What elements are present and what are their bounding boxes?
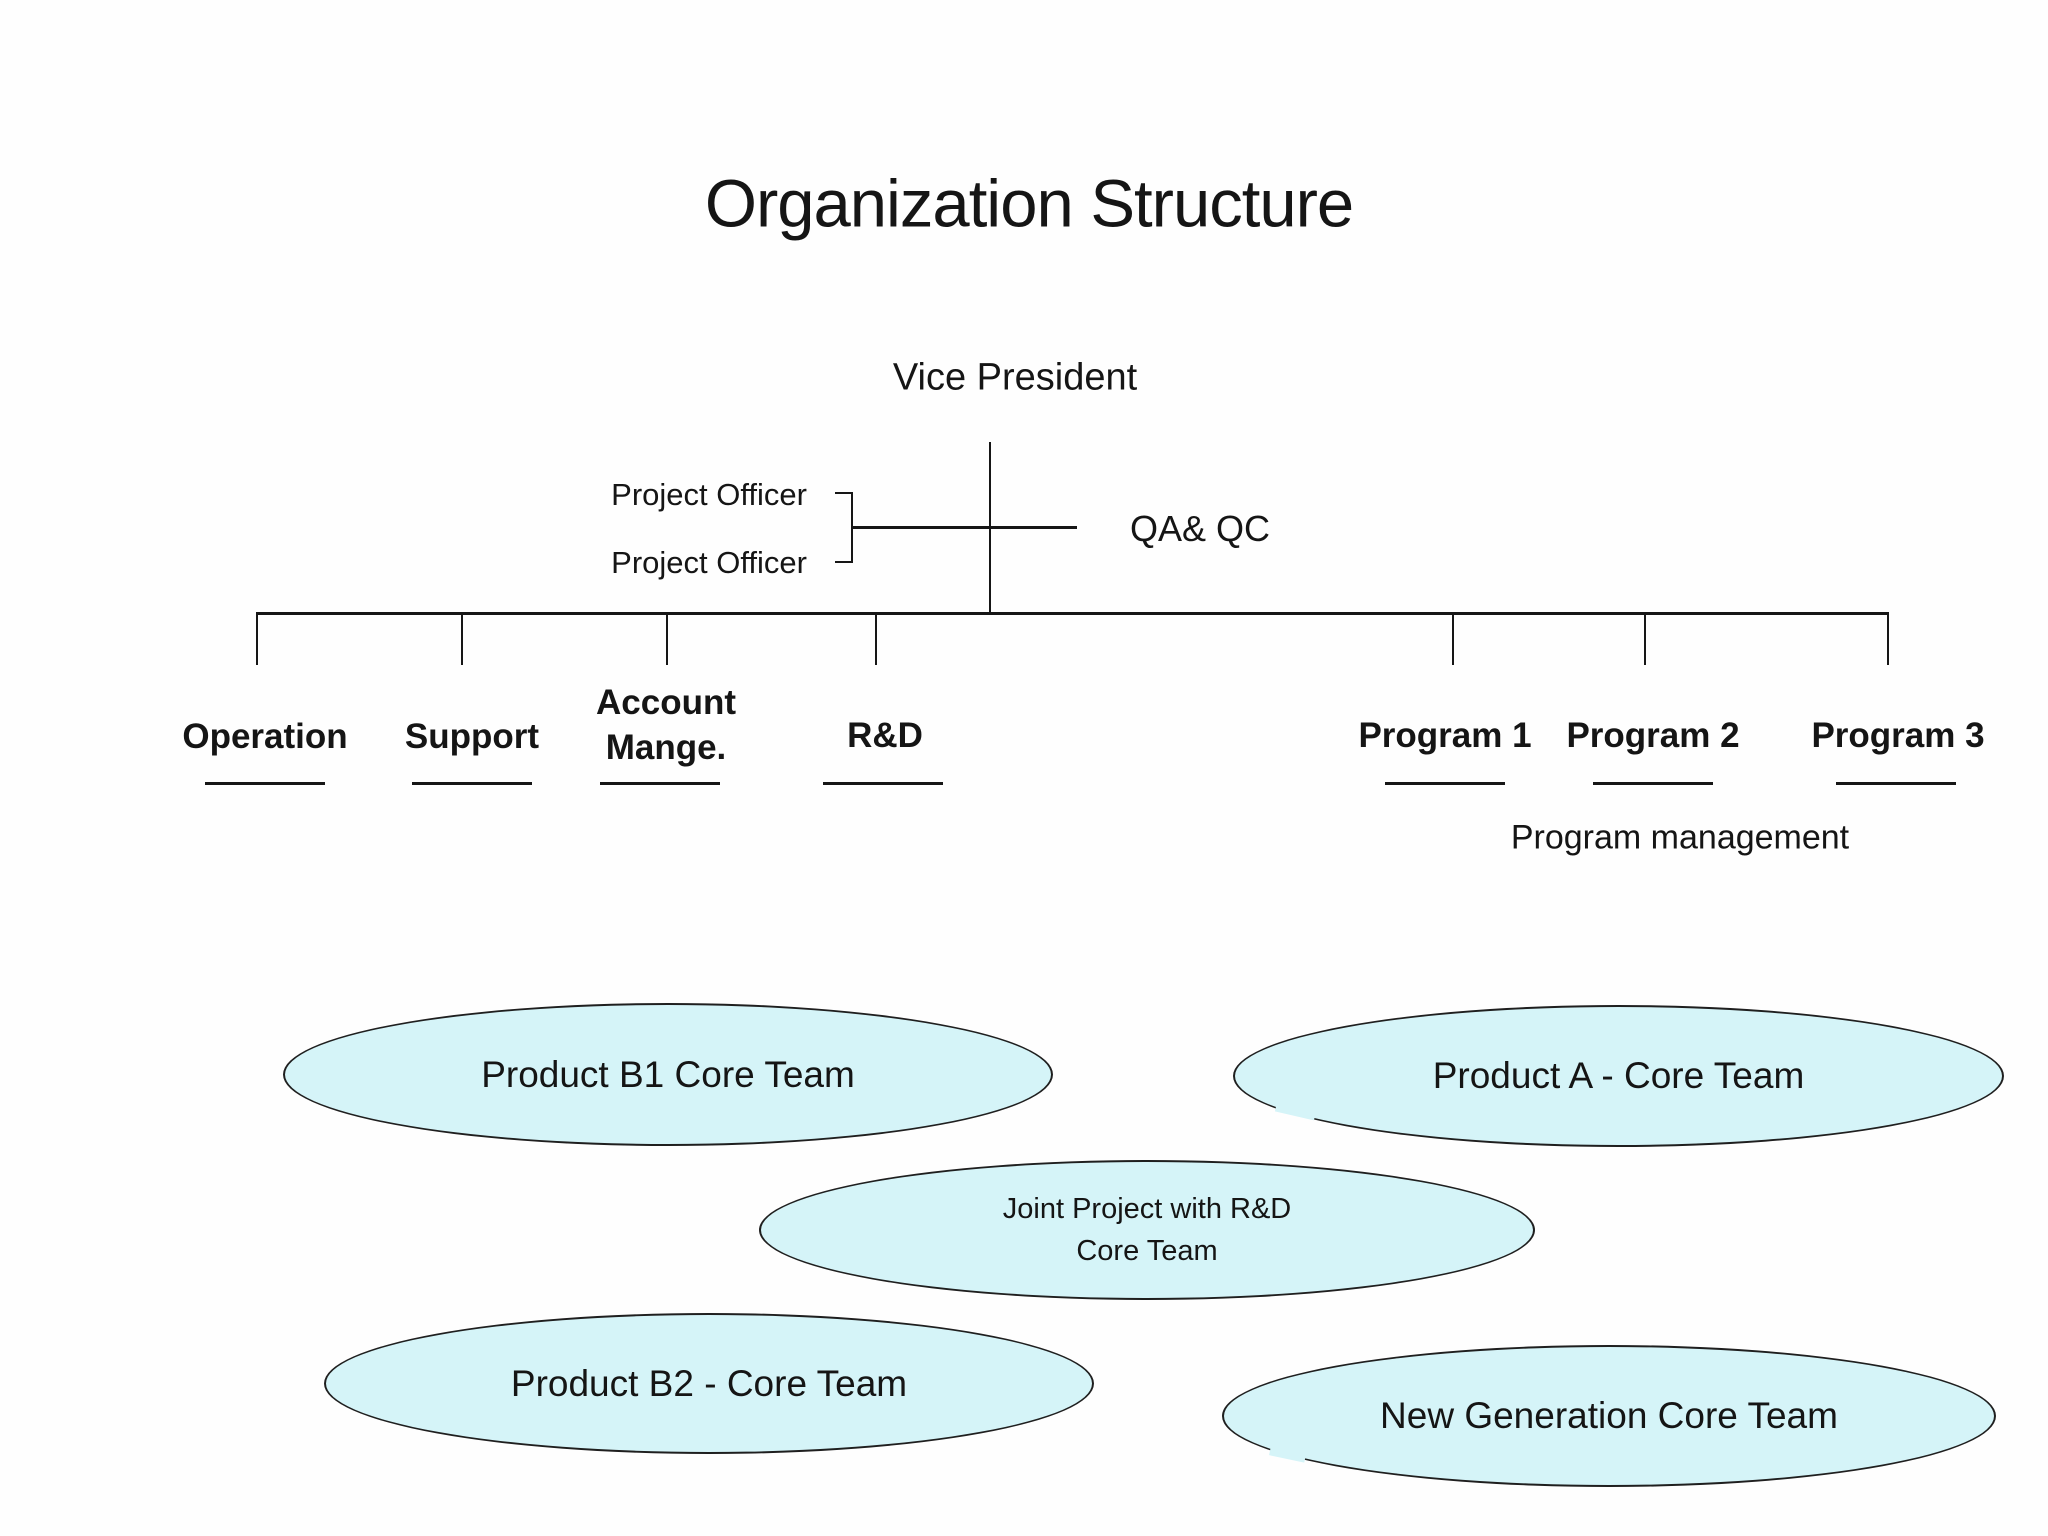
dept-label-account-line2: Mange. bbox=[605, 728, 727, 767]
connector-drop-program-2 bbox=[1644, 615, 1646, 665]
connector-drop-rd bbox=[875, 615, 877, 665]
core-team-label-joint-project-line2: Core Team bbox=[1076, 1235, 1218, 1267]
connector-drop-operation bbox=[256, 615, 258, 665]
qa-qc-label: QA& QC bbox=[1130, 508, 1271, 549]
core-team-label-product-b2: Product B2 - Core Team bbox=[510, 1362, 908, 1404]
connector-drop-account bbox=[666, 615, 668, 665]
dept-label-support: Support bbox=[404, 717, 540, 756]
program-management-caption: Program management bbox=[1510, 818, 1850, 857]
core-team-ellipse-product-a: Product A - Core Team bbox=[1233, 1005, 2004, 1147]
dept-label-program-3: Program 3 bbox=[1811, 716, 1985, 755]
vice-president-label: Vice President bbox=[892, 356, 1138, 399]
underline-program-2 bbox=[1593, 782, 1713, 785]
core-team-ellipse-new-generation: New Generation Core Team bbox=[1222, 1345, 1996, 1487]
connector-departments-horizontal-line bbox=[256, 612, 1889, 615]
dept-label-rd: R&D bbox=[847, 716, 923, 755]
core-team-label-product-b1: Product B1 Core Team bbox=[481, 1053, 855, 1095]
page-title: Organization Structure bbox=[704, 166, 1354, 242]
connector-drop-support bbox=[461, 615, 463, 665]
project-officer-2-label: Project Officer bbox=[611, 545, 807, 580]
core-team-ellipse-product-b2: Product B2 - Core Team bbox=[324, 1313, 1094, 1454]
core-team-ellipse-joint-project: Joint Project with R&D Core Team bbox=[759, 1160, 1535, 1300]
connector-drop-program-1 bbox=[1452, 615, 1454, 665]
connector-drop-program-3 bbox=[1887, 615, 1889, 665]
core-team-ellipse-product-b1: Product B1 Core Team bbox=[283, 1003, 1053, 1146]
core-team-label-new-generation: New Generation Core Team bbox=[1380, 1395, 1838, 1436]
underline-program-1 bbox=[1385, 782, 1505, 785]
connector-qa-horizontal-line bbox=[851, 526, 1077, 529]
project-officer-bracket-tick-top bbox=[835, 492, 853, 494]
underline-operation bbox=[205, 782, 325, 785]
project-officer-bracket-line bbox=[851, 493, 853, 563]
underline-support bbox=[412, 782, 532, 785]
dept-label-program-2: Program 2 bbox=[1566, 716, 1740, 755]
underline-rd bbox=[823, 782, 943, 785]
core-team-label-joint-project-line1: Joint Project with R&D bbox=[1002, 1193, 1292, 1225]
dept-label-program-1: Program 1 bbox=[1358, 716, 1532, 755]
dept-label-account-mange: Account Mange. bbox=[596, 680, 736, 770]
dept-label-account-line1: Account bbox=[596, 683, 736, 722]
project-officer-bracket-tick-bottom bbox=[835, 561, 853, 563]
dept-label-operation: Operation bbox=[182, 717, 348, 756]
underline-program-3 bbox=[1836, 782, 1956, 785]
project-officer-1-label: Project Officer bbox=[611, 477, 807, 512]
core-team-label-product-a: Product A - Core Team bbox=[1432, 1055, 1805, 1096]
underline-account bbox=[600, 782, 720, 785]
